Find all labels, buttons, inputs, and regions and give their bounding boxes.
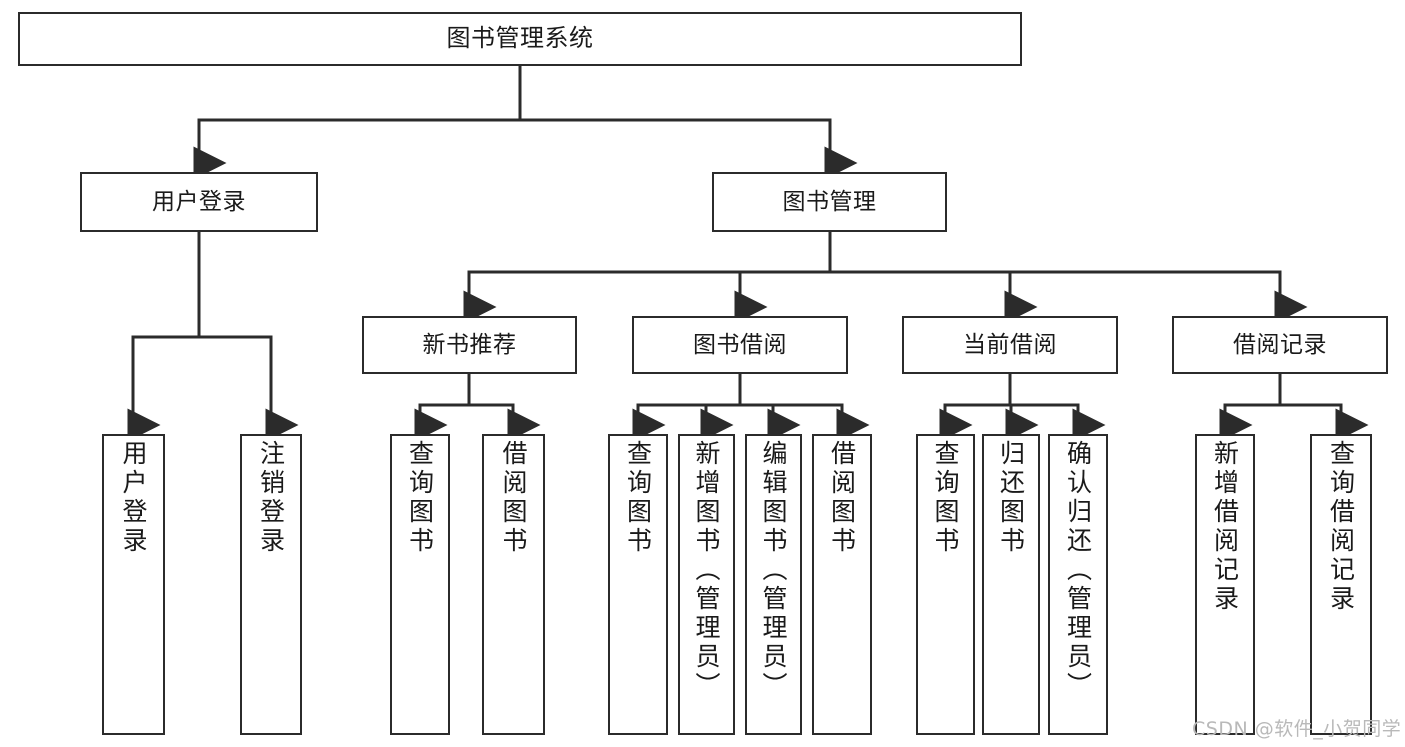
leaf-return-book[interactable]: 归还图书 bbox=[982, 434, 1040, 735]
node-label: 图书管理系统 bbox=[446, 24, 594, 53]
node-new-book-recommendation[interactable]: 新书推荐 bbox=[362, 316, 577, 374]
node-label: 当前借阅 bbox=[963, 331, 1057, 358]
node-label: 查询图书 bbox=[931, 440, 960, 556]
node-label: 查询图书 bbox=[623, 440, 653, 556]
leaf-borrow-book-2[interactable]: 借阅图书 bbox=[812, 434, 872, 735]
node-label: 确认归还（管理员） bbox=[1063, 440, 1093, 701]
node-book-borrowing[interactable]: 图书借阅 bbox=[632, 316, 848, 374]
node-label: 借阅图书 bbox=[499, 440, 528, 556]
leaf-query-borrow-record[interactable]: 查询借阅记录 bbox=[1310, 434, 1372, 735]
leaf-user-login[interactable]: 用户登录 bbox=[102, 434, 165, 735]
leaf-edit-book-admin[interactable]: 编辑图书（管理员） bbox=[745, 434, 802, 735]
node-user-login[interactable]: 用户登录 bbox=[80, 172, 318, 232]
node-label: 借阅图书 bbox=[827, 440, 857, 556]
node-current-borrowing[interactable]: 当前借阅 bbox=[902, 316, 1118, 374]
leaf-borrow-book-1[interactable]: 借阅图书 bbox=[482, 434, 545, 735]
leaf-query-book-3[interactable]: 查询图书 bbox=[916, 434, 975, 735]
node-label: 归还图书 bbox=[996, 440, 1026, 556]
leaf-logout[interactable]: 注销登录 bbox=[240, 434, 302, 735]
node-label: 查询图书 bbox=[405, 440, 435, 556]
node-root-system[interactable]: 图书管理系统 bbox=[18, 12, 1022, 66]
leaf-confirm-return-admin[interactable]: 确认归还（管理员） bbox=[1048, 434, 1108, 735]
node-label: 借阅记录 bbox=[1233, 331, 1327, 358]
node-borrowing-record[interactable]: 借阅记录 bbox=[1172, 316, 1388, 374]
node-label: 新书推荐 bbox=[422, 331, 517, 358]
node-label: 用户登录 bbox=[119, 440, 148, 556]
node-book-management[interactable]: 图书管理 bbox=[712, 172, 947, 232]
leaf-query-book-1[interactable]: 查询图书 bbox=[390, 434, 450, 735]
csdn-watermark: CSDN @软件_小贺同学 bbox=[1192, 718, 1402, 740]
leaf-add-borrow-record[interactable]: 新增借阅记录 bbox=[1195, 434, 1255, 735]
leaf-query-book-2[interactable]: 查询图书 bbox=[608, 434, 668, 735]
node-label: 用户登录 bbox=[152, 188, 246, 215]
node-label: 新增图书（管理员） bbox=[692, 440, 721, 701]
node-label: 新增借阅记录 bbox=[1210, 440, 1240, 614]
node-label: 图书管理 bbox=[782, 188, 877, 215]
leaf-add-book-admin[interactable]: 新增图书（管理员） bbox=[678, 434, 735, 735]
node-label: 查询借阅记录 bbox=[1326, 440, 1356, 614]
node-label: 图书借阅 bbox=[693, 331, 787, 358]
node-label: 编辑图书（管理员） bbox=[759, 440, 788, 701]
node-label: 注销登录 bbox=[256, 440, 286, 556]
